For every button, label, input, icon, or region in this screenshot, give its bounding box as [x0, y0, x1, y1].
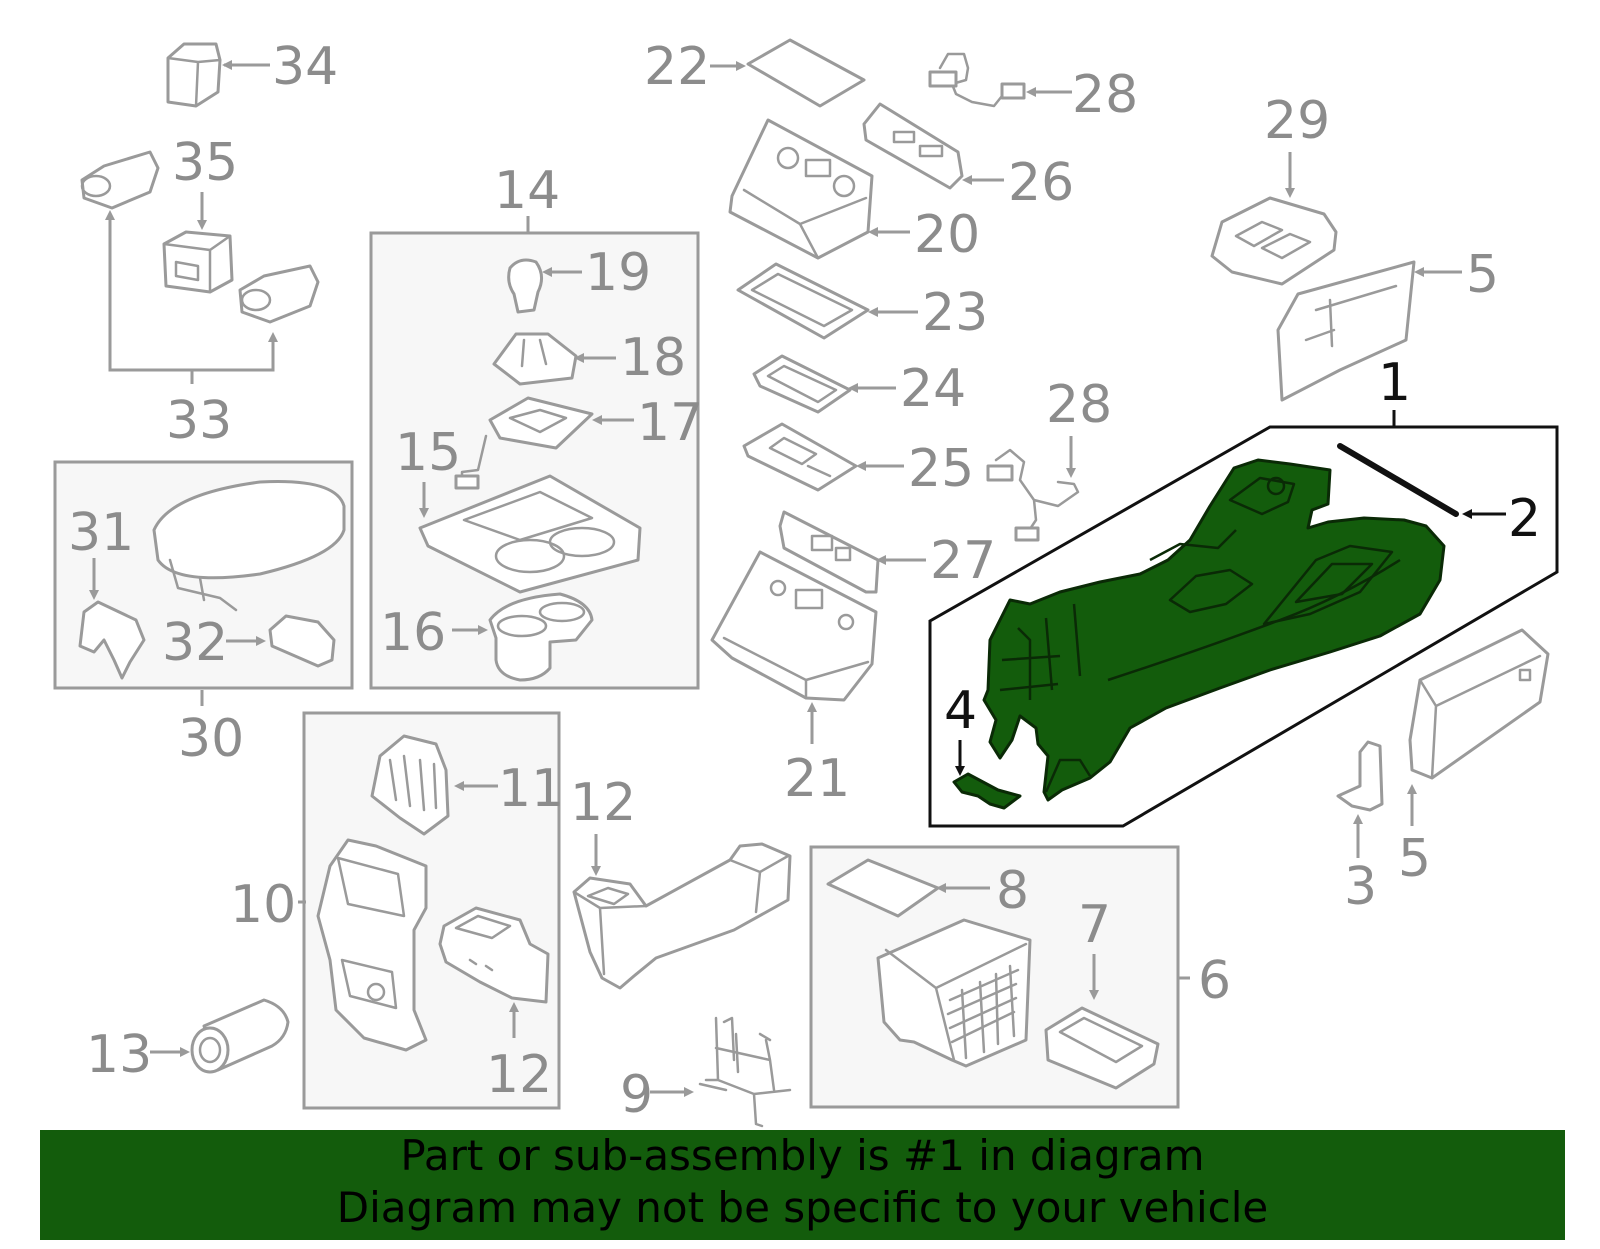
callout-11: 11	[498, 759, 564, 819]
part-6-bin[interactable]	[876, 918, 1032, 1068]
part-15[interactable]	[418, 474, 642, 594]
callout-16: 16	[380, 603, 446, 663]
callout-34: 34	[272, 37, 338, 97]
part-18[interactable]	[492, 332, 578, 386]
part-9[interactable]	[698, 1016, 792, 1128]
callout-14: 14	[494, 161, 560, 221]
part-10[interactable]	[316, 838, 428, 1052]
callout-5-upper: 5	[1466, 245, 1499, 305]
callout-17: 17	[637, 393, 703, 453]
part-33-right[interactable]	[238, 264, 320, 324]
callout-8: 8	[996, 861, 1029, 921]
callout-7: 7	[1078, 895, 1111, 955]
callout-12-lower: 12	[486, 1045, 552, 1105]
callout-10: 10	[230, 875, 296, 935]
callout-27: 27	[930, 531, 996, 591]
callout-26: 26	[1008, 153, 1074, 213]
callout-4: 4	[944, 681, 977, 741]
callout-3: 3	[1344, 857, 1377, 917]
footer-line-1: Part or sub-assembly is #1 in diagram	[400, 1131, 1205, 1180]
part-12-duct[interactable]	[572, 842, 792, 990]
callout-33: 33	[166, 391, 232, 451]
callout-1: 1	[1378, 353, 1411, 413]
callout-20: 20	[914, 205, 980, 265]
callout-18: 18	[620, 328, 686, 388]
part-28-top[interactable]	[928, 52, 1026, 108]
part-13[interactable]	[190, 998, 290, 1074]
part-2-highlighted[interactable]	[1337, 443, 1459, 517]
callout-29: 29	[1264, 91, 1330, 151]
callout-23: 23	[922, 283, 988, 343]
callout-22: 22	[644, 37, 710, 97]
part-armrest[interactable]	[152, 480, 346, 612]
callout-19: 19	[585, 243, 651, 303]
part-17[interactable]	[454, 396, 594, 490]
footer-line-2: Diagram may not be specific to your vehi…	[336, 1183, 1269, 1232]
part-11[interactable]	[370, 734, 450, 836]
part-26[interactable]	[862, 102, 964, 190]
part-4-highlighted[interactable]	[952, 772, 1022, 810]
callout-5-lower: 5	[1398, 829, 1431, 889]
callout-6: 6	[1198, 951, 1231, 1011]
part-1-console-highlighted[interactable]	[982, 458, 1446, 802]
part-20[interactable]	[728, 118, 874, 260]
part-19[interactable]	[507, 258, 543, 314]
callout-30: 30	[178, 709, 244, 769]
part-21[interactable]	[710, 550, 878, 702]
part-12-inner[interactable]	[438, 906, 550, 1004]
part-31[interactable]	[78, 600, 146, 680]
part-16[interactable]	[488, 592, 594, 682]
part-32[interactable]	[268, 614, 336, 668]
part-33-left[interactable]	[80, 150, 160, 210]
callout-31: 31	[68, 503, 134, 563]
callout-21: 21	[784, 749, 850, 809]
footer-banner: Part or sub-assembly is #1 in diagram Di…	[40, 1130, 1565, 1240]
part-7[interactable]	[1044, 1006, 1160, 1090]
part-29[interactable]	[1210, 196, 1338, 286]
callout-28-mid: 28	[1046, 375, 1112, 435]
part-23[interactable]	[736, 262, 870, 340]
callout-25: 25	[908, 439, 974, 499]
callout-35: 35	[172, 133, 238, 193]
part-5-upper[interactable]	[1276, 260, 1416, 402]
part-25[interactable]	[742, 422, 858, 492]
part-22[interactable]	[746, 38, 866, 108]
part-34[interactable]	[166, 42, 222, 108]
callout-12-upper: 12	[570, 773, 636, 833]
callout-2: 2	[1508, 489, 1541, 549]
callout-9: 9	[620, 1065, 653, 1125]
part-3[interactable]	[1336, 740, 1384, 812]
callout-13: 13	[86, 1025, 152, 1085]
part-28-mid[interactable]	[986, 448, 1080, 542]
callout-28-top: 28	[1072, 65, 1138, 125]
callout-24: 24	[900, 359, 966, 419]
part-35[interactable]	[162, 230, 234, 294]
callout-15: 15	[395, 423, 461, 483]
part-24[interactable]	[752, 354, 852, 414]
callout-32: 32	[162, 613, 228, 673]
part-5-lower[interactable]	[1408, 628, 1550, 780]
